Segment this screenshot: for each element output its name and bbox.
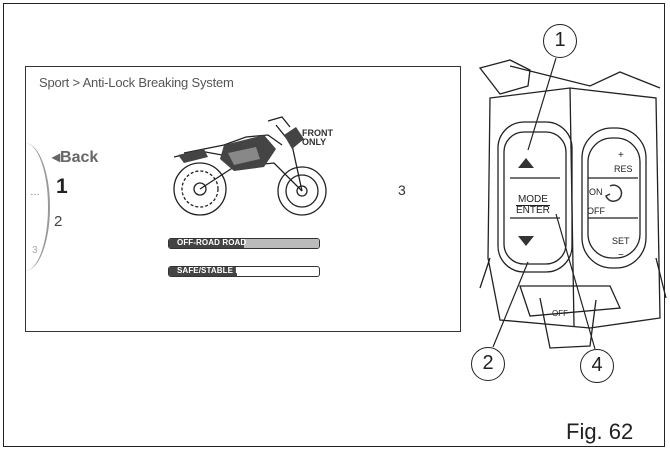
- safe-performance-label: SAFE/STABLE PERFORMANCE: [177, 266, 300, 275]
- figure-caption: Fig. 62: [566, 419, 634, 444]
- callout-2: 2: [471, 347, 505, 381]
- offroad-road-bar: OFF-ROAD ROAD: [168, 238, 320, 249]
- breadcrumb: Sport > Anti-Lock Breaking System: [39, 75, 234, 90]
- menu-wheel-arc: [0, 143, 50, 271]
- menu-back-item[interactable]: ◂Back: [52, 147, 98, 167]
- menu-back-label: Back: [60, 149, 99, 166]
- safe-performance-fill: [169, 267, 237, 276]
- offroad-road-rest: [244, 239, 319, 248]
- dashboard-screen: Sport > Anti-Lock Breaking System … ◂Bac…: [25, 66, 461, 332]
- abs-level-value: 3: [398, 182, 406, 198]
- menu-item-2[interactable]: 2: [54, 213, 63, 230]
- cruise-icon: [605, 184, 623, 202]
- offroad-road-fill: [169, 239, 244, 248]
- menu-item-3[interactable]: 3: [32, 245, 38, 256]
- down-arrow-icon: [518, 236, 534, 246]
- callout-4: 4: [580, 349, 614, 383]
- back-arrow-icon: ◂: [52, 149, 61, 166]
- menu-item-1[interactable]: 1: [56, 175, 68, 198]
- ellipsis-icon: …: [30, 187, 40, 198]
- safe-performance-bar: SAFE/STABLE PERFORMANCE: [168, 266, 320, 277]
- motorcycle-icon: [173, 116, 327, 216]
- offroad-road-label: OFF-ROAD ROAD: [177, 238, 247, 247]
- callout-1: 1: [543, 24, 577, 58]
- up-arrow-icon: [518, 158, 534, 168]
